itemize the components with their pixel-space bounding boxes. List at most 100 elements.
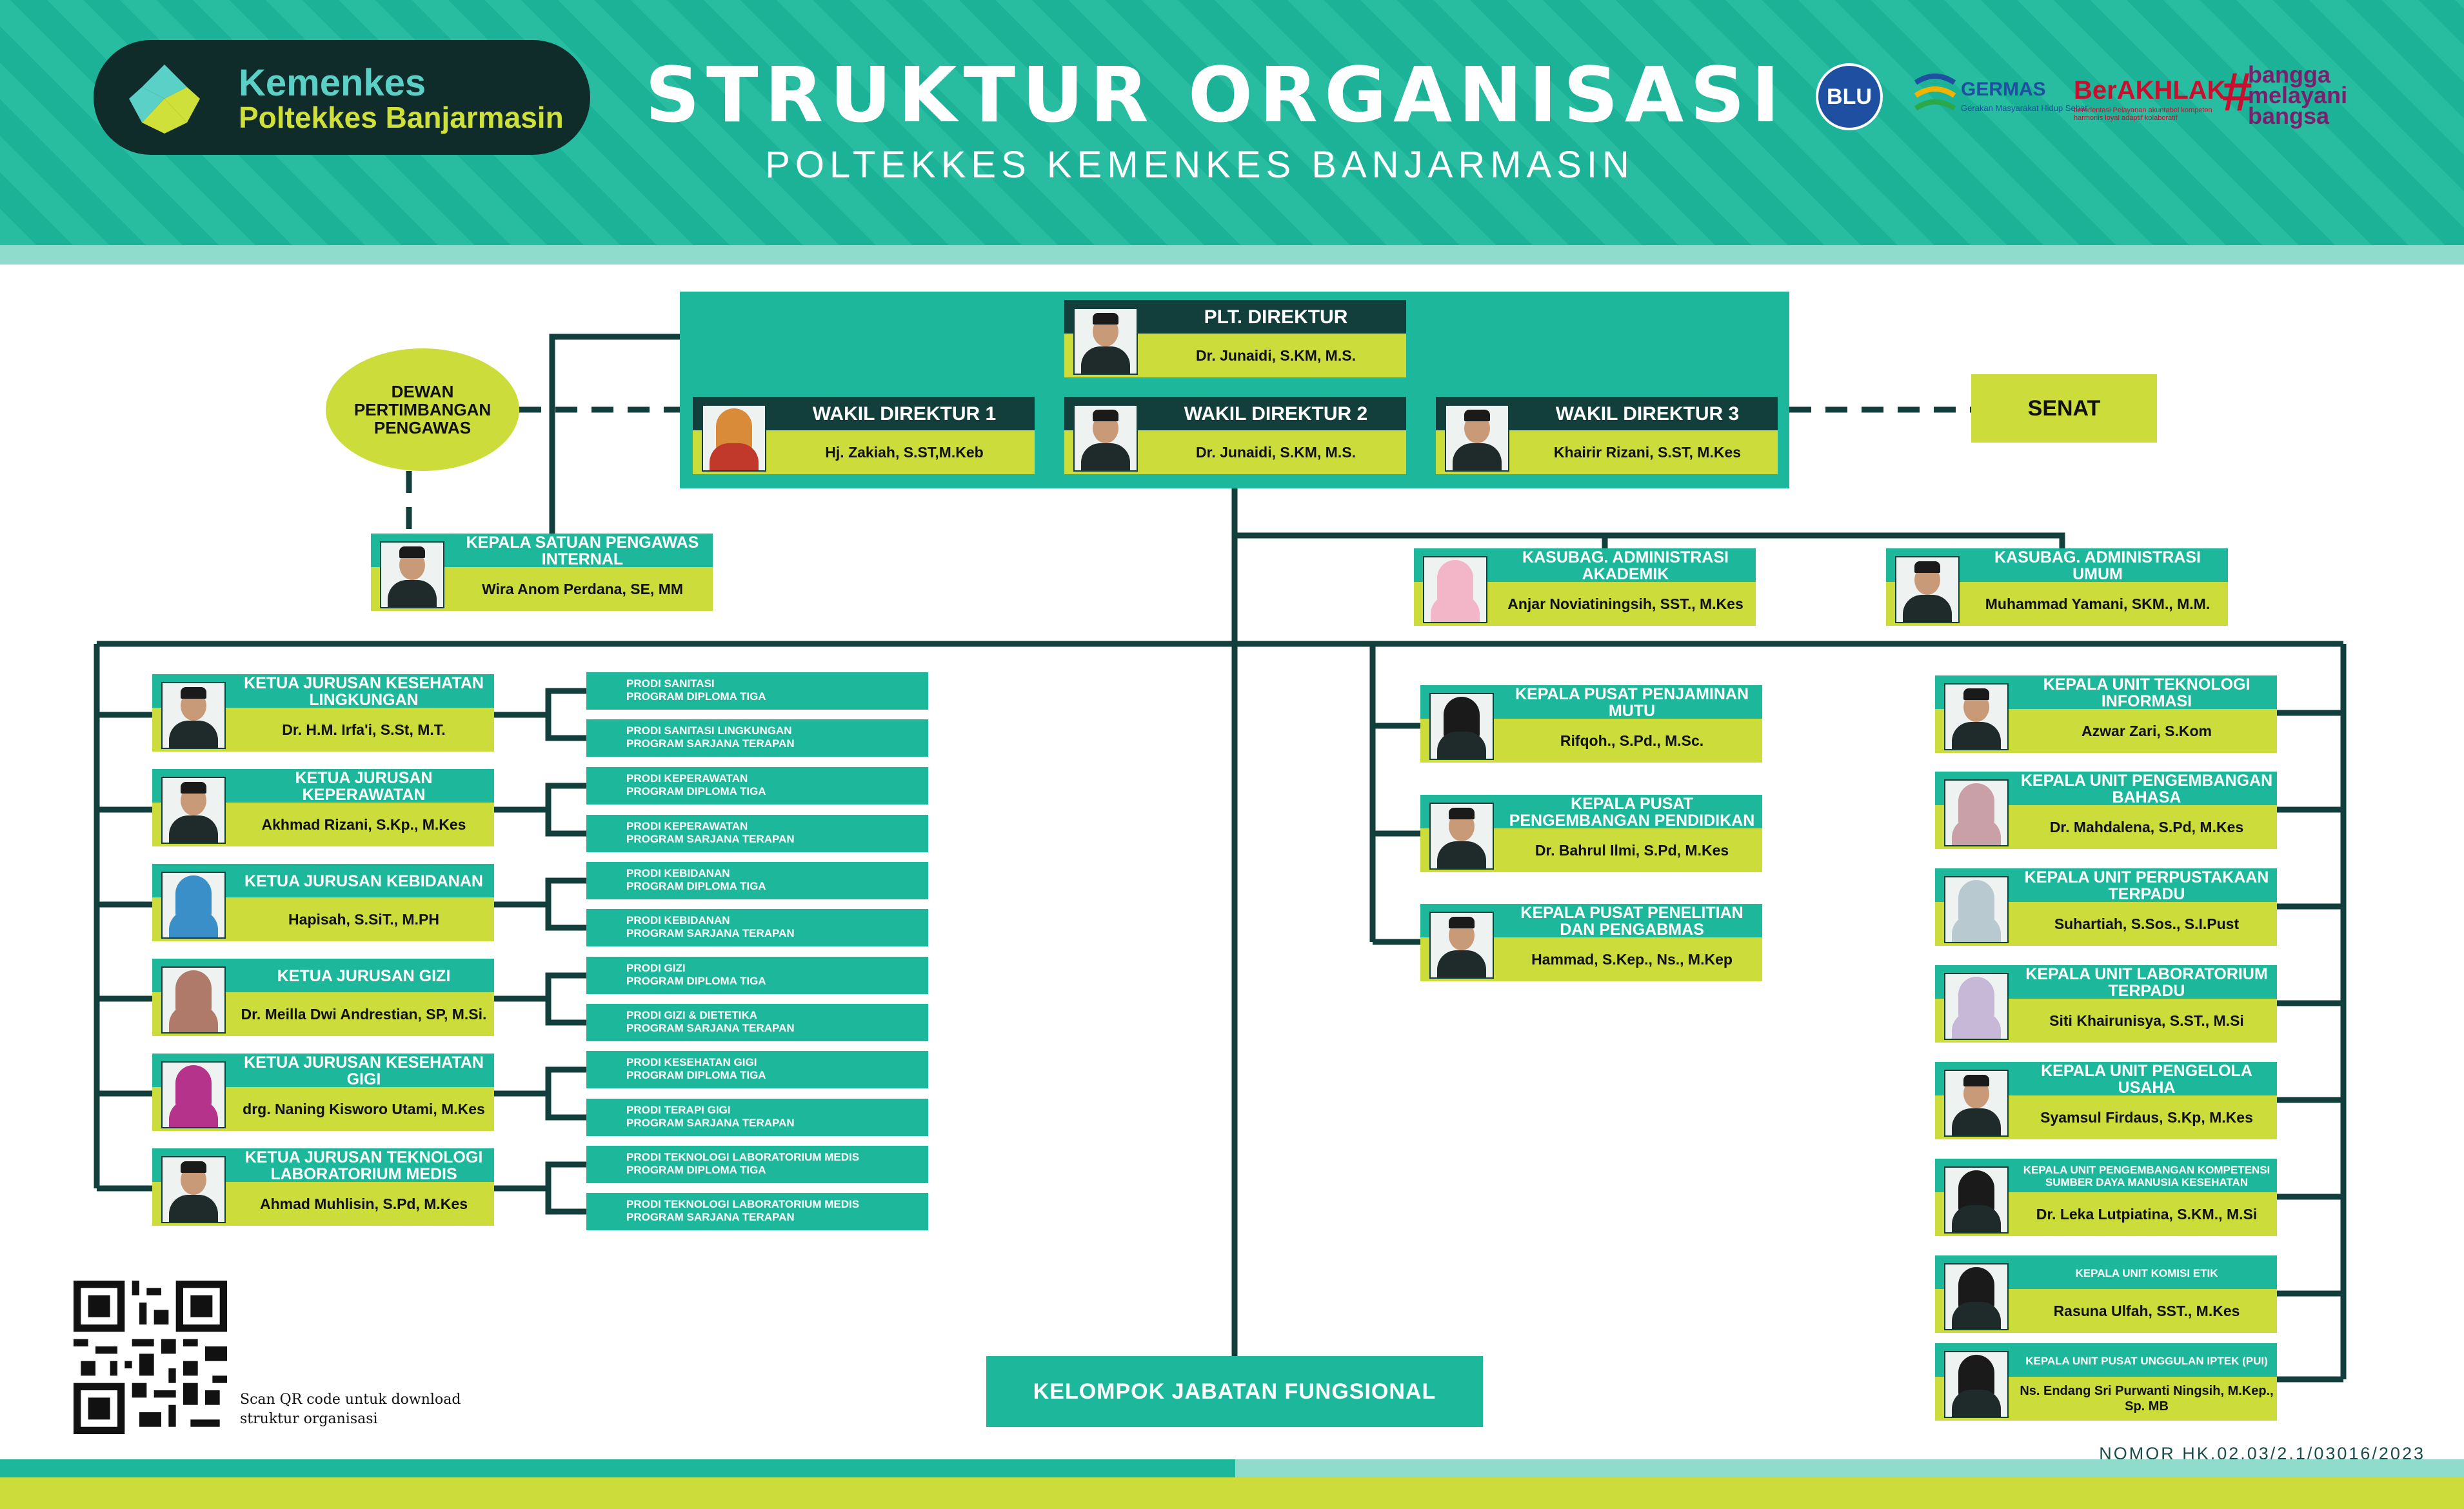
wakil-direktur-1-card[interactable]: WAKIL DIREKTUR 1 Hj. Zakiah, S.ST,M.Keb <box>693 397 1035 474</box>
germas-logo-icon <box>1914 74 1956 111</box>
card-name: Dr. Bahrul Ilmi, S.Pd, M.Kes <box>1535 842 1729 859</box>
qr-code-icon[interactable] <box>72 1281 228 1434</box>
person-photo-icon <box>1073 308 1138 375</box>
blu-badge: BLU <box>1816 63 1883 130</box>
unit-ti-card[interactable]: KEPALA UNIT TEKNOLOGI INFORMASI Azwar Za… <box>1935 675 2277 753</box>
unit-kompetensi-card[interactable]: KEPALA UNIT PENGEMBANGAN KOMPETENSI SUMB… <box>1935 1159 2277 1236</box>
germas-text: GERMAS <box>1961 79 2046 100</box>
person-photo-icon <box>1944 779 2009 846</box>
card-name: Ahmad Muhlisin, S.Pd, M.Kes <box>259 1195 468 1212</box>
card-name: Dr. Junaidi, S.KM, M.S. <box>1196 347 1356 364</box>
plt-direktur-card[interactable]: PLT. DIREKTUR Dr. Junaidi, S.KM, M.S. <box>1064 300 1406 377</box>
kemenkes-cross-icon <box>129 65 200 134</box>
spi-card[interactable]: KEPALA SATUAN PENGAWAS INTERNAL Wira Ano… <box>371 534 713 611</box>
unit-laboratorium-card[interactable]: KEPALA UNIT LABORATORIUM TERPADU Siti Kh… <box>1935 965 2277 1043</box>
card-name: Syamsul Firdaus, S.Kp, M.Kes <box>2040 1109 2253 1126</box>
card-name: Azwar Zari, S.Kom <box>2081 723 2212 739</box>
unit-perpustakaan-card[interactable]: KEPALA UNIT PERPUSTAKAAN TERPADU Suharti… <box>1935 868 2277 946</box>
page-title: STRUKTUR ORGANISASI <box>645 50 1787 139</box>
person-photo-icon <box>1944 1351 2009 1418</box>
card-name: Dr. H.M. Irfa'i, S.St, M.T. <box>282 721 446 738</box>
card-name: Akhmad Rizani, S.Kp., M.Kes <box>261 816 466 833</box>
card-title: WAKIL DIREKTUR 2 <box>1184 403 1368 425</box>
page-subtitle: POLTEKKES KEMENKES BANJARMASIN <box>765 144 1634 186</box>
wakil-direktur-3-card[interactable]: WAKIL DIREKTUR 3 Khairir Rizani, S.ST, M… <box>1436 397 1778 474</box>
person-photo-icon <box>1429 803 1494 870</box>
jurusan-keperawatan-card[interactable]: KETUA JURUSAN KEPERAWATAN Akhmad Rizani,… <box>152 769 494 846</box>
pusat-mutu-card[interactable]: KEPALA PUSAT PENJAMINAN MUTU Rifqoh., S.… <box>1420 685 1762 763</box>
card-title: KETUA JURUSAN TEKNOLOGI LABORATORIUM MED… <box>244 1148 483 1183</box>
card-title: KASUBAG. ADMINISTRASI AKADEMIK <box>1522 548 1729 583</box>
card-title: KEPALA PUSAT PENJAMINAN MUTU <box>1515 685 1749 720</box>
card-title: KETUA JURUSAN KEBIDANAN <box>244 872 483 890</box>
person-photo-icon <box>1944 876 2009 943</box>
person-photo-icon <box>1073 405 1138 472</box>
card-title: KEPALA UNIT TEKNOLOGI INFORMASI <box>2043 675 2250 710</box>
jurusan-kesgi-card[interactable]: KETUA JURUSAN KESEHATAN GIGI drg. Naning… <box>152 1054 494 1131</box>
bangga-melayani-text: bangga melayani bangsa <box>2248 61 2348 129</box>
card-title: KEPALA UNIT PUSAT UNGGULAN IPTEK (PUI) <box>2025 1354 2268 1367</box>
pusat-penelitian-card[interactable]: KEPALA PUSAT PENELITIAN DAN PENGABMAS Ha… <box>1420 904 1762 981</box>
card-title: KEPALA PUSAT PENELITIAN DAN PENGABMAS <box>1520 904 1744 939</box>
card-title: KEPALA UNIT PERPUSTAKAAN TERPADU <box>2024 868 2269 903</box>
unit-komisi-etik-card[interactable]: KEPALA UNIT KOMISI ETIK Rasuna Ulfah, SS… <box>1935 1255 2277 1333</box>
wakil-direktur-2-card[interactable]: WAKIL DIREKTUR 2 Dr. Junaidi, S.KM, M.S. <box>1064 397 1406 474</box>
card-title: WAKIL DIREKTUR 1 <box>812 403 997 425</box>
footer-bar-left <box>0 1477 1235 1509</box>
jurusan-tlm-card[interactable]: KETUA JURUSAN TEKNOLOGI LABORATORIUM MED… <box>152 1148 494 1226</box>
header-stripe <box>0 245 2464 265</box>
card-name: Dr. Junaidi, S.KM, M.S. <box>1196 444 1356 461</box>
card-name: Siti Khairunisya, S.ST., M.Si <box>2049 1012 2244 1029</box>
logo-text-poltekkes: Poltekkes Banjarmasin <box>239 101 564 134</box>
card-title: PLT. DIREKTUR <box>1204 306 1348 328</box>
person-photo-icon <box>1944 1166 2009 1234</box>
card-title: KEPALA SATUAN PENGAWAS INTERNAL <box>466 534 699 568</box>
person-photo-icon <box>1944 973 2009 1040</box>
person-photo-icon <box>161 872 226 939</box>
unit-pui-card[interactable]: KEPALA UNIT PUSAT UNGGULAN IPTEK (PUI) N… <box>1935 1343 2277 1421</box>
person-photo-icon <box>702 405 766 472</box>
person-photo-icon <box>1445 405 1509 472</box>
card-title: KEPALA UNIT KOMISI ETIK <box>2075 1266 2218 1279</box>
berakhlak-text: BerAKHLAK <box>2074 76 2226 105</box>
card-title: KASUBAG. ADMINISTRASI UMUM <box>1994 548 2201 583</box>
kasubag-umum-card[interactable]: KASUBAG. ADMINISTRASI UMUM Muhammad Yama… <box>1886 548 2228 626</box>
logo-text-kemenkes: Kemenkes <box>239 62 426 104</box>
unit-bahasa-card[interactable]: KEPALA UNIT PENGEMBANGAN BAHASA Dr. Mahd… <box>1935 772 2277 849</box>
jurusan-gizi-card[interactable]: KETUA JURUSAN GIZI Dr. Meilla Dwi Andres… <box>152 959 494 1036</box>
card-name: Anjar Noviatiningsih, SST., M.Kes <box>1507 595 1744 612</box>
dewan-pertimbangan-pengawas[interactable]: DEWAN PERTIMBANGAN PENGAWAS <box>326 348 519 471</box>
kelompok-jabatan-fungsional[interactable]: KELOMPOK JABATAN FUNGSIONAL <box>986 1356 1483 1427</box>
card-name: Hj. Zakiah, S.ST,M.Keb <box>825 444 984 461</box>
jurusan-kesling-card[interactable]: KETUA JURUSAN KESEHATAN LINGKUNGAN Dr. H… <box>152 674 494 752</box>
person-photo-icon <box>161 777 226 844</box>
card-title: KEPALA UNIT PENGEMBANGAN BAHASA <box>2020 772 2273 806</box>
person-photo-icon <box>161 1061 226 1128</box>
card-name: Dr. Mahdalena, S.Pd, M.Kes <box>2049 819 2244 835</box>
berakhlak-subtext: berorientasi Pelayanan akuntabel kompete… <box>2074 106 2212 122</box>
person-photo-icon <box>161 966 226 1034</box>
kasubag-akademik-card[interactable]: KASUBAG. ADMINISTRASI AKADEMIK Anjar Nov… <box>1414 548 1756 626</box>
card-title: KETUA JURUSAN GIZI <box>277 967 451 985</box>
senat-box[interactable]: SENAT <box>1971 374 2157 443</box>
unit-usaha-card[interactable]: KEPALA UNIT PENGELOLA USAHA Syamsul Fird… <box>1935 1062 2277 1139</box>
card-name: Ns. Endang Sri Purwanti Ningsih, M.Kep.,… <box>2020 1384 2274 1414</box>
pusat-pendidikan-card[interactable]: KEPALA PUSAT PENGEMBANGAN PENDIDIKAN Dr.… <box>1420 795 1762 872</box>
card-title: KEPALA UNIT LABORATORIUM TERPADU <box>2025 965 2268 1000</box>
jurusan-kebidanan-card[interactable]: KETUA JURUSAN KEBIDANAN Hapisah, S.SiT.,… <box>152 864 494 941</box>
card-title: KETUA JURUSAN KESEHATAN LINGKUNGAN <box>244 674 484 709</box>
card-name: Dr. Meilla Dwi Andrestian, SP, M.Si. <box>241 1006 487 1023</box>
